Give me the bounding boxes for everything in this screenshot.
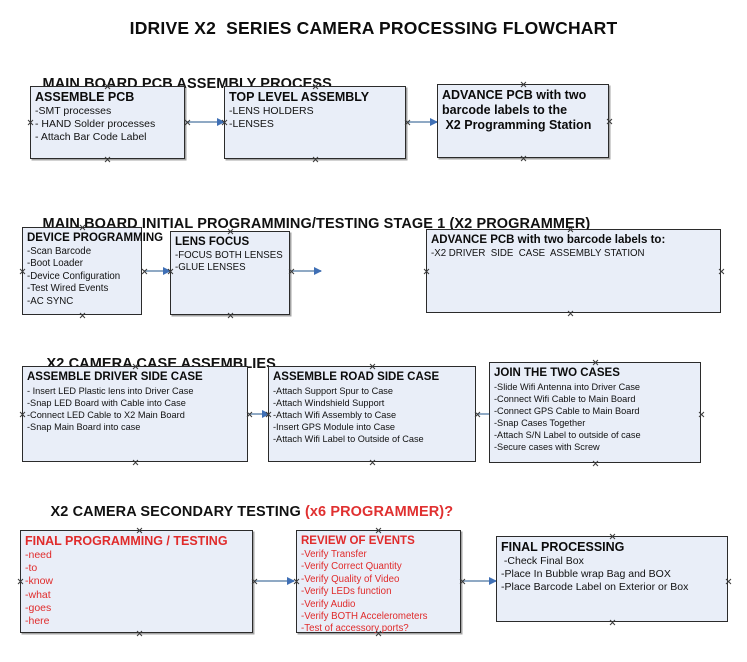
box-device-programming[interactable]: DEVICE PROGRAMMING -Scan Barcode -Boot L… [22, 227, 164, 315]
box-line: X2 Programming Station [442, 118, 592, 132]
box-title: LENS FOCUS [175, 236, 250, 248]
box-assemble-pcb[interactable]: ASSEMBLE PCB -SMT processes - HAND Solde… [30, 86, 185, 159]
box-advance-pcb-driver-side[interactable]: ADVANCE PCB with two barcode labels to: … [426, 229, 721, 313]
box-line: -Verify LEDs function [301, 586, 392, 598]
box-line: -Device Configuration [27, 270, 121, 282]
box-line: -Snap LED Board with Cable into Case [27, 398, 186, 408]
box-advance-pcb-programming-station[interactable]: ADVANCE PCB with two barcode labels to t… [437, 84, 609, 158]
box-line: -Verify Audio [301, 598, 356, 610]
box-join-the-two-cases[interactable]: JOIN THE TWO CASES -Slide Wifi Antenna i… [489, 362, 701, 463]
box-line: -Verify Transfer [301, 549, 367, 560]
box-line: -Scan Barcode [27, 246, 92, 257]
box-line: -here [25, 615, 50, 628]
box-title: FINAL PROGRAMMING / TESTING [25, 534, 228, 548]
box-title: DEVICE PROGRAMMING [27, 232, 164, 244]
box-line: -Connect LED Cable to X2 Main Board [27, 410, 185, 420]
box-line: -to [25, 562, 38, 575]
box-line: -Check Final Box [501, 555, 584, 567]
box-line: -know [25, 575, 54, 588]
box-title: JOIN THE TWO CASES [494, 367, 620, 379]
box-line: -need [25, 549, 52, 561]
box-final-processing[interactable]: FINAL PROCESSING -Check Final Box -Place… [496, 536, 728, 622]
box-line: - HAND Solder processes [35, 118, 156, 131]
connector-device-to-lens-focus [144, 267, 171, 275]
box-line: -what [25, 588, 51, 601]
box-line: -Attach Windshield Support [273, 398, 385, 408]
box-line: -Place In Bubble wrap Bag and BOX [501, 568, 671, 581]
box-line: -Test of accessory ports? [301, 623, 409, 635]
box-line: -Verify Correct Quantity [301, 561, 402, 573]
box-line: -Attach Wifi Assembly to Case [273, 410, 397, 420]
box-title: ASSEMBLE DRIVER SIDE CASE [27, 371, 203, 383]
box-line: -Verify BOTH Accelerometers [301, 611, 428, 623]
connector-top-level-to-advance [407, 118, 438, 126]
box-title: ADVANCE PCB with two [442, 88, 587, 102]
box-line: -Insert GPS Module into Case [273, 422, 396, 432]
box-line: -Test Wired Events [27, 283, 109, 295]
connector-pcb-to-top-level [186, 118, 225, 126]
box-line: -Attach Support Spur to Case [273, 386, 394, 396]
box-line: -FOCUS BOTH LENSES [175, 250, 283, 261]
box-line: barcode labels to the [442, 103, 568, 117]
box-final-programming-testing[interactable]: FINAL PROGRAMMING / TESTING -need -to -k… [20, 530, 253, 633]
section-heading-4: X2 CAMERA SECONDARY TESTING (x6 PROGRAMM… [34, 488, 454, 536]
box-line: -Place Barcode Label on Exterior or Box [501, 581, 689, 594]
box-line: -Connect Wifi Cable to Main Board [494, 394, 636, 404]
box-line: -Secure cases with Screw [494, 442, 600, 452]
box-title: ASSEMBLE ROAD SIDE CASE [273, 371, 440, 383]
box-line: -Attach Wifi Label to Outside of Case [273, 434, 424, 444]
box-line: - Attach Bar Code Label [35, 131, 147, 144]
connector-review-to-final-processing [462, 577, 497, 585]
connector-driver-case-to-road-case [249, 410, 270, 418]
box-line: -Snap Main Board into case [27, 422, 141, 432]
box-line: -Boot Loader [27, 258, 84, 270]
box-line: -Connect GPS Cable to Main Board [494, 406, 640, 416]
box-review-of-events[interactable]: REVIEW OF EVENTS -Verify Transfer -Verif… [296, 530, 461, 635]
section-heading-4-text: X2 CAMERA SECONDARY TESTING [50, 504, 305, 520]
box-title: ADVANCE PCB with two barcode labels to: [431, 234, 666, 246]
box-line: -LENSES [229, 118, 274, 131]
box-title: FINAL PROCESSING [501, 540, 625, 554]
box-title: REVIEW OF EVENTS [301, 535, 415, 547]
box-line: -goes [25, 601, 52, 614]
page-title: IDRIVE X2 SERIES CAMERA PROCESSING FLOWC… [129, 18, 618, 38]
box-line: -Snap Cases Together [494, 418, 586, 428]
box-line: -X2 DRIVER SIDE CASE ASSEMBLY STATION [431, 248, 645, 259]
section-heading-4-accent: (x6 PROGRAMMER)? [304, 504, 454, 520]
box-line: -Verify Quality of Video [301, 573, 400, 585]
box-line: -SMT processes [35, 105, 112, 117]
connector-lens-focus-to-advance [291, 267, 322, 275]
box-assemble-road-side-case[interactable]: ASSEMBLE ROAD SIDE CASE -Attach Support … [268, 366, 476, 462]
box-lens-focus[interactable]: LENS FOCUS -FOCUS BOTH LENSES -GLUE LENS… [170, 231, 290, 315]
box-line: -AC SYNC [27, 295, 74, 307]
box-line: -Attach S/N Label to outside of case [494, 430, 641, 440]
box-line: - Insert LED Plastic lens into Driver Ca… [27, 386, 194, 396]
box-line: -GLUE LENSES [175, 262, 246, 274]
box-title: ASSEMBLE PCB [35, 90, 135, 104]
box-title: TOP LEVEL ASSEMBLY [229, 90, 370, 104]
box-line: -LENS HOLDERS [229, 105, 314, 117]
box-top-level-assembly[interactable]: TOP LEVEL ASSEMBLY -LENS HOLDERS -LENSES [224, 86, 406, 159]
box-line: -Slide Wifi Antenna into Driver Case [494, 382, 641, 392]
connector-final-programming-to-review [254, 577, 295, 585]
box-assemble-driver-side-case[interactable]: ASSEMBLE DRIVER SIDE CASE - Insert LED P… [22, 366, 248, 462]
